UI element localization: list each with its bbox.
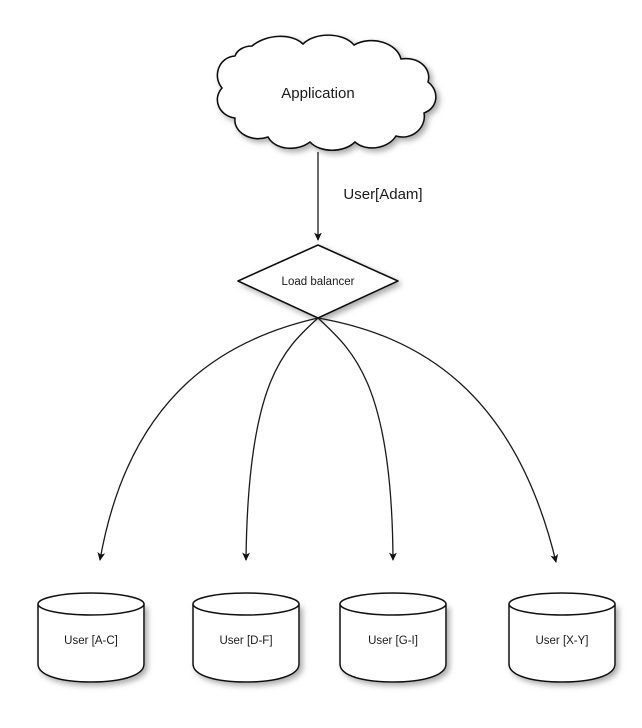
edge-balancer-to-db-3-path <box>317 317 397 561</box>
edge-balancer-to-db-4-path <box>317 317 559 563</box>
edge-balancer-to-db-3 <box>317 317 397 561</box>
node-database-2[interactable]: User [D-F] <box>192 592 300 683</box>
edge-balancer-to-db-2-path <box>242 317 319 561</box>
node-load-balancer-diamond[interactable]: Load balancer <box>237 244 399 319</box>
node-application-cloud[interactable]: Application <box>216 34 437 152</box>
load-balancer-label: Load balancer <box>282 276 355 288</box>
edge-balancer-to-db-4 <box>317 317 559 563</box>
application-label: Application <box>281 85 354 102</box>
edge-balancer-to-db-1-path <box>97 317 319 561</box>
node-database-1[interactable]: User [A-C] <box>37 592 145 683</box>
database-2-label: User [D-F] <box>219 635 272 647</box>
node-database-4[interactable]: User [X-Y] <box>508 592 616 683</box>
database-3-label: User [G-I] <box>368 635 418 647</box>
edge-balancer-to-db-1 <box>97 317 319 561</box>
edge-balancer-to-db-2 <box>242 317 319 561</box>
edge-app-to-balancer: User[Adam] <box>314 152 423 241</box>
node-database-3[interactable]: User [G-I] <box>339 592 447 683</box>
edge-app-to-balancer-label: User[Adam] <box>343 186 422 203</box>
database-1-label: User [A-C] <box>64 635 118 647</box>
database-4-label: User [X-Y] <box>535 635 588 647</box>
